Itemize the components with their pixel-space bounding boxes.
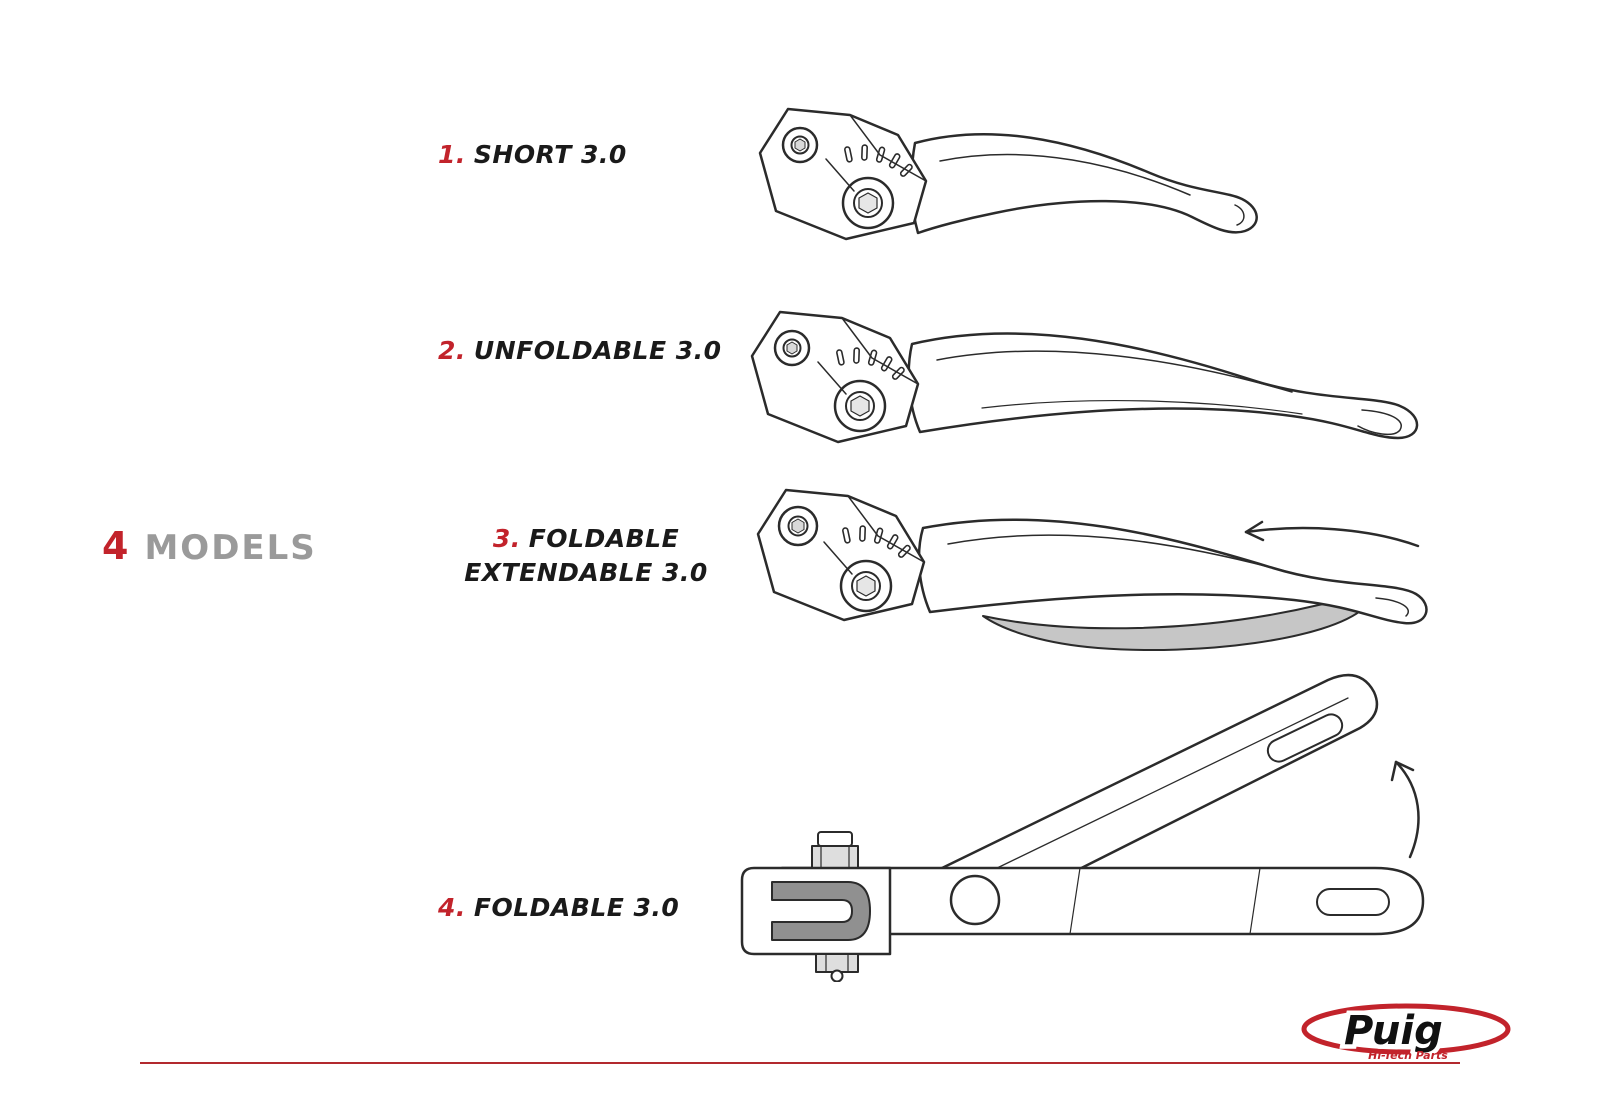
- model-number: 1.: [438, 140, 466, 169]
- lever-short-illustration: [758, 107, 1258, 241]
- lever-foldable-illustration: [740, 673, 1425, 982]
- model-name: FOLDABLE 3.0: [473, 893, 680, 922]
- puig-logo: Puig Hi-Tech Parts: [1301, 1003, 1511, 1062]
- model-name: UNFOLDABLE 3.0: [473, 336, 722, 365]
- model-label-short: 1.SHORT 3.0: [438, 138, 627, 172]
- lever-unfoldable-illustration: [750, 310, 1419, 444]
- lever-foldable-extendable-illustration: [756, 488, 1428, 652]
- model-label-unfoldable: 2.UNFOLDABLE 3.0: [438, 334, 722, 368]
- models-label: MODELS: [144, 528, 317, 568]
- models-heading: 4 MODELS: [102, 524, 317, 568]
- model-number: 4.: [438, 893, 466, 922]
- model-label-foldable-extendable: 3.FOLDABLE EXTENDABLE 3.0: [436, 522, 736, 590]
- logo-tagline-text: Hi-Tech Parts: [1368, 1049, 1448, 1062]
- footer-divider: [140, 1062, 1460, 1064]
- model-name: SHORT 3.0: [473, 140, 627, 169]
- model-number: 2.: [438, 336, 466, 365]
- model-name: FOLDABLE EXTENDABLE 3.0: [464, 524, 708, 587]
- logo-brand-text: Puig: [1344, 1008, 1443, 1054]
- model-number: 3.: [492, 524, 521, 553]
- logo-swoosh: [1301, 1003, 1511, 1055]
- model-label-foldable: 4.FOLDABLE 3.0: [438, 891, 679, 925]
- models-count: 4: [102, 524, 129, 568]
